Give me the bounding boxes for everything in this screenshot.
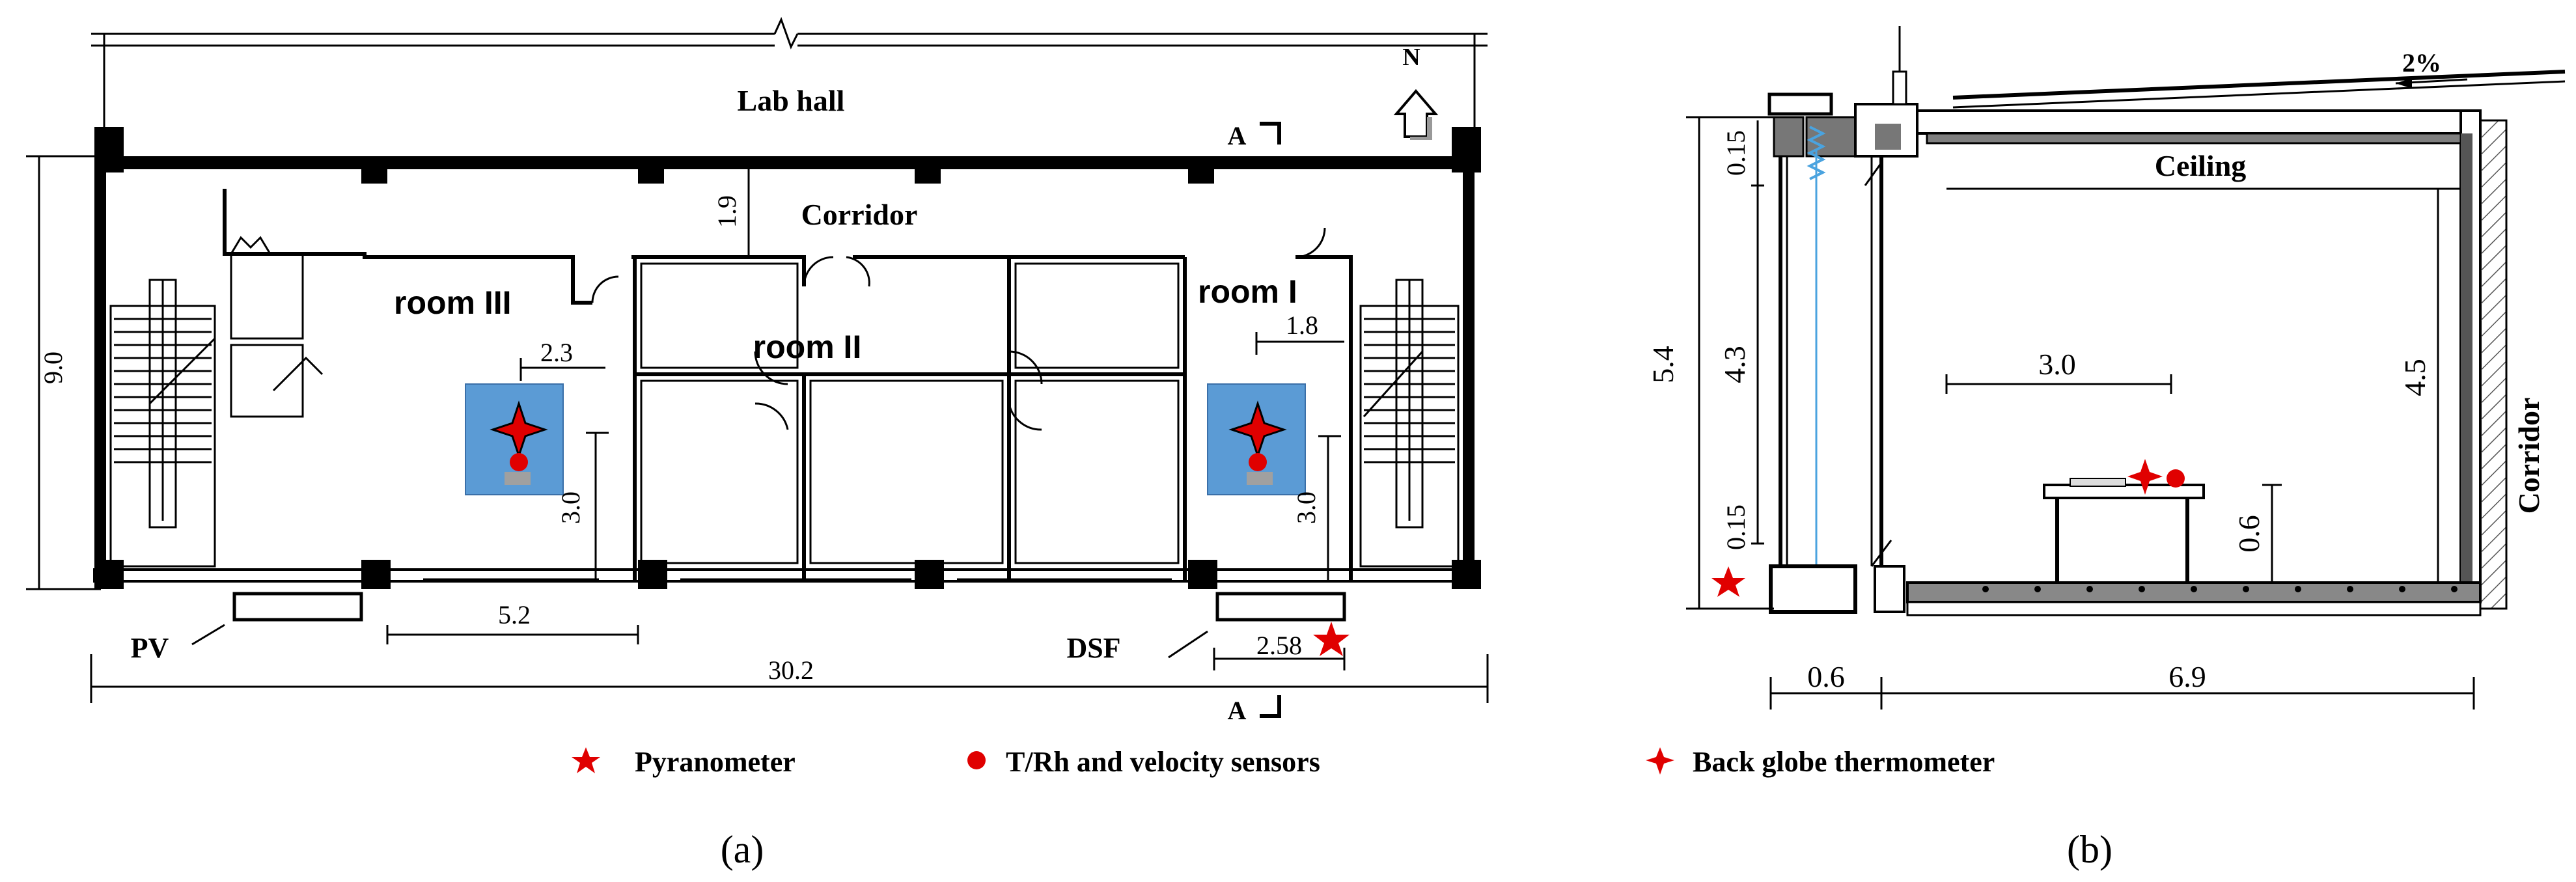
lab-hall-label: Lab hall <box>738 84 845 117</box>
room-1-trh-sensor-icon <box>1249 453 1267 471</box>
section-mark-top: A <box>1228 121 1247 150</box>
ceiling-label: Ceiling <box>2155 149 2247 182</box>
legend-pyranometer-icon <box>572 747 600 773</box>
corridor-b-label: Corridor <box>2512 398 2545 514</box>
dim-room-height: 4.5 <box>2398 359 2431 396</box>
legend-trh-icon <box>967 751 986 769</box>
dim-corridor-width: 1.9 <box>712 195 741 228</box>
legend: Pyranometer T/Rh and velocity sensors Ba… <box>572 746 1995 778</box>
dim-room3-depth: 3.0 <box>556 491 585 524</box>
dim-total-length: 30.2 <box>768 655 814 685</box>
dim-cavity-depth: 0.6 <box>1807 660 1845 693</box>
legend-pyranometer-label: Pyranometer <box>635 746 796 778</box>
corridor-label: Corridor <box>801 198 918 231</box>
table-globe-thermometer-icon <box>2127 459 2163 495</box>
dsf-pyranometer-icon <box>1313 622 1350 656</box>
floor-rebar-dots <box>1982 586 2458 592</box>
dim-room-depth: 6.9 <box>2168 660 2206 693</box>
dim-pv-window-width: 5.2 <box>498 600 531 629</box>
right-stair-treads <box>1364 318 1455 463</box>
roof-slope-label: 2% <box>2402 48 2441 77</box>
dim-total-height: 5.4 <box>1646 346 1680 383</box>
room-1-label: room I <box>1198 273 1297 310</box>
north-label: N <box>1402 44 1420 71</box>
panel-b-section: 2% Ceiling Corridor <box>1646 26 2566 710</box>
dim-room3-offset: 2.3 <box>540 338 573 367</box>
legend-globe-icon <box>1646 747 1674 775</box>
dim-table-height: 0.6 <box>2232 515 2265 553</box>
caption-b: (b) <box>2067 828 2112 871</box>
dsf-section-pyranometer-icon <box>1711 566 1745 597</box>
pv-label: PV <box>131 632 169 664</box>
caption-a: (a) <box>721 828 764 871</box>
room-3-label: room III <box>394 284 512 321</box>
dim-room1-depth: 3.0 <box>1292 491 1321 524</box>
north-arrow-icon <box>1393 89 1439 140</box>
section-mark-bottom: A <box>1228 696 1247 725</box>
legend-trh-label: T/Rh and velocity sensors <box>1006 746 1320 778</box>
dim-room1-offset: 1.8 <box>1286 310 1318 340</box>
room-3-trh-sensor-icon <box>510 453 528 471</box>
dim-top-offset: 0.15 <box>1721 130 1751 176</box>
dim-bottom-offset: 0.15 <box>1721 504 1751 550</box>
panel-a-floor-plan: 9.0 1.9 2.3 3.0 1.8 3.0 5.2 2.58 <box>26 17 1489 725</box>
legend-globe-label: Back globe thermometer <box>1693 746 1995 778</box>
dim-height-total: 9.0 <box>38 351 68 384</box>
dim-dsf-width: 2.58 <box>1256 631 1302 660</box>
room-2-label: room II <box>753 329 862 365</box>
dsf-label: DSF <box>1066 632 1120 664</box>
dim-window-height: 4.3 <box>1718 346 1751 383</box>
dim-sensor-distance: 3.0 <box>2038 348 2076 381</box>
table-trh-sensor-icon <box>2167 469 2185 488</box>
